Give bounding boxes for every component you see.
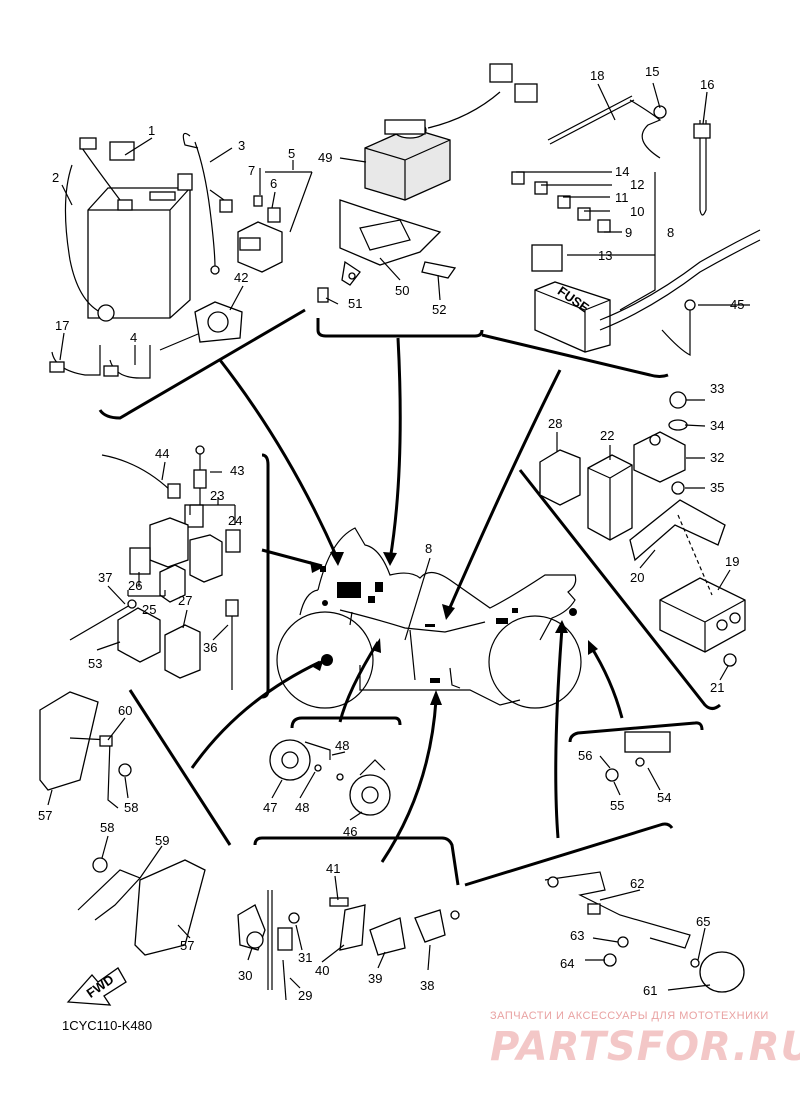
callout-18: 18 [590,68,604,83]
callout-58-left: 58 [124,800,138,815]
callout-37: 37 [98,570,112,585]
callout-41: 41 [326,861,340,876]
callout-48-top: 48 [335,738,349,753]
callout-57-left: 57 [38,808,52,823]
callout-31: 31 [298,950,312,965]
callout-52: 52 [432,302,446,317]
callout-24: 24 [228,513,242,528]
horn-group [269,739,391,816]
callout-14: 14 [615,164,629,179]
callout-44: 44 [155,446,169,461]
callout-39: 39 [368,971,382,986]
callout-49: 49 [318,150,332,165]
callout-33: 33 [710,381,724,396]
callout-47: 47 [263,800,277,815]
callout-63: 63 [570,928,584,943]
bracket-group [544,871,745,993]
callout-45: 45 [730,297,744,312]
relay-group-right [539,391,746,667]
reflector-group-right [605,731,671,782]
callout-17: 17 [55,318,69,333]
callout-22: 22 [600,428,614,443]
callout-1: 1 [148,123,155,138]
callout-62: 62 [630,876,644,891]
callout-29: 29 [298,988,312,1003]
callout-23: 23 [210,488,224,503]
callout-20: 20 [630,570,644,585]
callout-28: 28 [548,416,562,431]
callout-7: 7 [248,163,255,178]
motorcycle-outline [276,527,582,709]
callout-61: 61 [643,983,657,998]
callout-6: 6 [270,176,277,191]
leader-lines [47,82,750,991]
callout-55: 55 [610,798,624,813]
callout-43: 43 [230,463,244,478]
battery-box-group [317,63,538,303]
watermark-caption: ЗАПЧАСТИ И АКСЕССУАРЫ ДЛЯ МОТОТЕХНИКИ [490,1010,769,1022]
callout-15: 15 [645,64,659,79]
callout-9: 9 [625,225,632,240]
section-dividers [98,308,721,887]
callout-16: 16 [700,77,714,92]
callout-10: 10 [630,204,644,219]
callout-54: 54 [657,790,671,805]
callout-53: 53 [88,656,102,671]
callout-26: 26 [128,578,142,593]
callout-48-bottom: 48 [295,800,309,815]
battery-group [49,132,283,379]
callout-50: 50 [395,283,409,298]
callout-57-right: 57 [180,938,194,953]
callout-32: 32 [710,450,724,465]
callout-64: 64 [560,956,574,971]
callout-65: 65 [696,914,710,929]
callout-36: 36 [203,640,217,655]
watermark-brand: PARTSFOR.RU [490,1024,800,1070]
callout-38: 38 [420,978,434,993]
callout-35: 35 [710,480,724,495]
callout-4: 4 [130,330,137,345]
callout-5: 5 [288,146,295,161]
callout-56: 56 [578,748,592,763]
callout-30: 30 [238,968,252,983]
callout-labels: 1 2 3 4 5 6 7 17 42 49 50 51 52 18 15 16… [38,64,744,1003]
diagram-code: 1CYC110-K480 [62,1018,153,1033]
callout-12: 12 [630,177,644,192]
callout-46: 46 [343,824,357,839]
callout-3: 3 [238,138,245,153]
callout-40: 40 [315,963,329,978]
callout-8: 8 [667,225,674,240]
callout-19: 19 [725,554,739,569]
callout-51: 51 [348,296,362,311]
callout-2: 2 [52,170,59,185]
pointer-arrowheads [310,552,598,705]
callout-27: 27 [178,593,192,608]
callout-58-right: 58 [100,820,114,835]
switch-group [237,890,460,1001]
fuse-group [511,95,761,356]
callout-34: 34 [710,418,724,433]
callout-42: 42 [234,270,248,285]
callout-59: 59 [155,833,169,848]
fwd-arrow: FWD [66,967,127,1006]
callout-13: 13 [598,248,612,263]
reflector-group-left [39,691,206,956]
callout-21: 21 [710,680,724,695]
callout-60: 60 [118,703,132,718]
callout-8-main: 8 [425,541,432,556]
callout-25: 25 [142,602,156,617]
callout-11: 11 [615,190,629,205]
